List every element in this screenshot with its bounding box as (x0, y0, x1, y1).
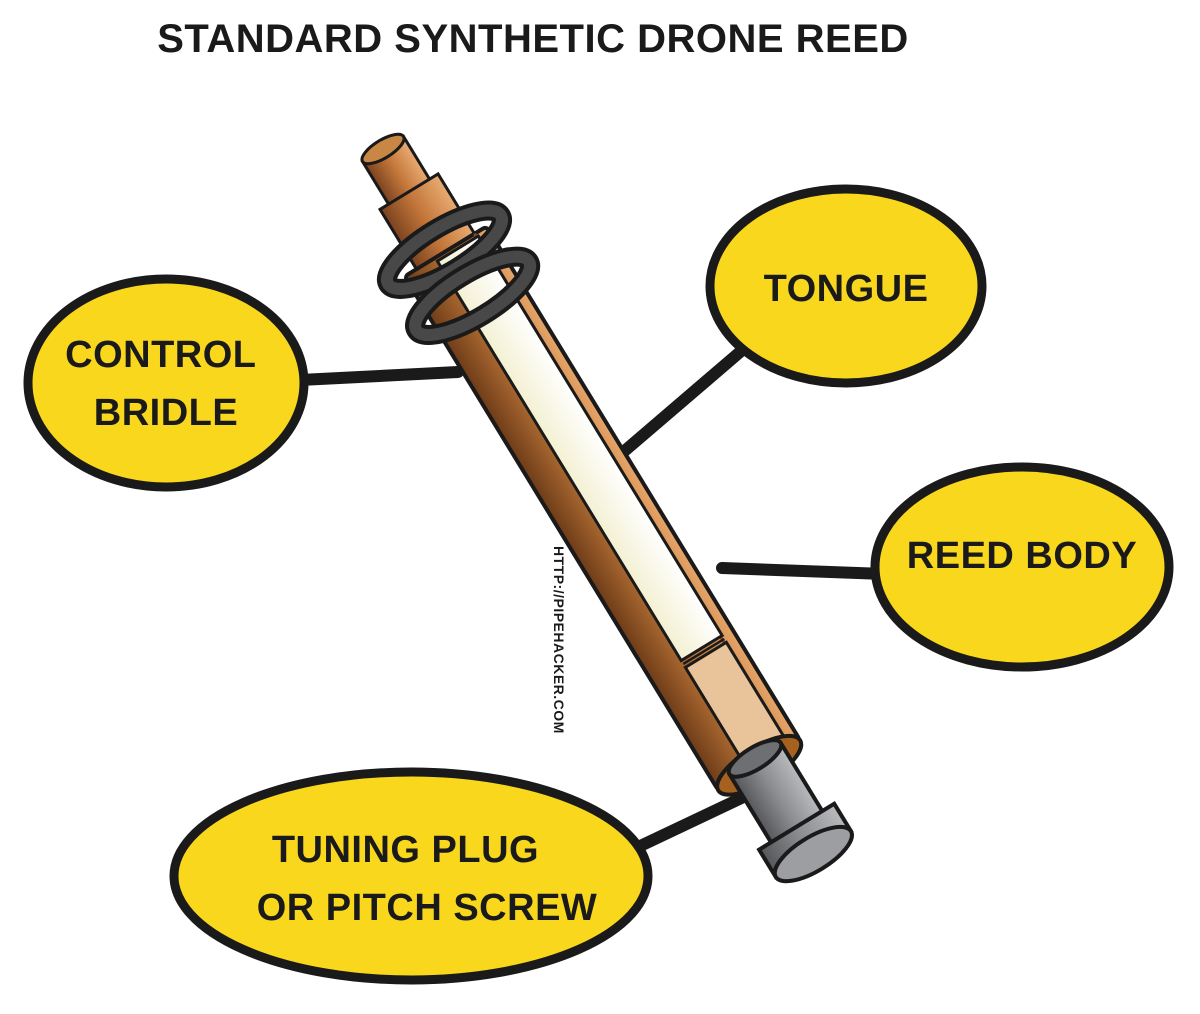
callout-bubble-control-bridle (23, 274, 309, 492)
callout-bubble-reed-body (870, 462, 1174, 672)
label-tuning-plug-line-1: TUNING PLUG (272, 829, 539, 871)
control-bridle (376, 200, 541, 345)
callout-tuning-plug: TUNING PLUG OR PITCH SCREW (169, 767, 653, 985)
leader-line-reed-body (716, 562, 891, 580)
callout-bubble-tuning-plug (169, 767, 653, 985)
label-tongue: TONGUE (764, 268, 929, 310)
label-tuning-plug-line-2: OR PITCH SCREW (257, 887, 598, 929)
label-control-bridle: CONTROL BRIDLE (65, 334, 267, 434)
diagram-title: STANDARD SYNTHETIC DRONE REED (157, 17, 909, 61)
tongue (435, 234, 725, 663)
label-reed-body: REED BODY (907, 535, 1137, 577)
callout-reed-body: REED BODY (870, 462, 1174, 672)
label-control-bridle-line-1: CONTROL (65, 334, 256, 376)
credit-url: HTTP://PIPEHACKER.COM (551, 546, 567, 734)
tongue-tip-line (682, 637, 725, 666)
label-control-bridle-line-2: BRIDLE (94, 392, 238, 434)
drone-reed (360, 132, 854, 884)
label-reed-body-line-1: REED BODY (907, 535, 1137, 577)
leader-line-tuning-plug (630, 787, 758, 854)
callout-control-bridle: CONTROL BRIDLE (23, 274, 309, 492)
tuning-plug (726, 738, 854, 884)
label-tuning-plug: TUNING PLUG OR PITCH SCREW (257, 829, 598, 929)
label-tongue-line-1: TONGUE (764, 268, 929, 310)
leader-line-tongue (608, 346, 746, 466)
callout-tongue: TONGUE (705, 184, 987, 388)
leader-line-control-bridle (294, 366, 464, 386)
callout-bubble-tongue (705, 184, 987, 388)
